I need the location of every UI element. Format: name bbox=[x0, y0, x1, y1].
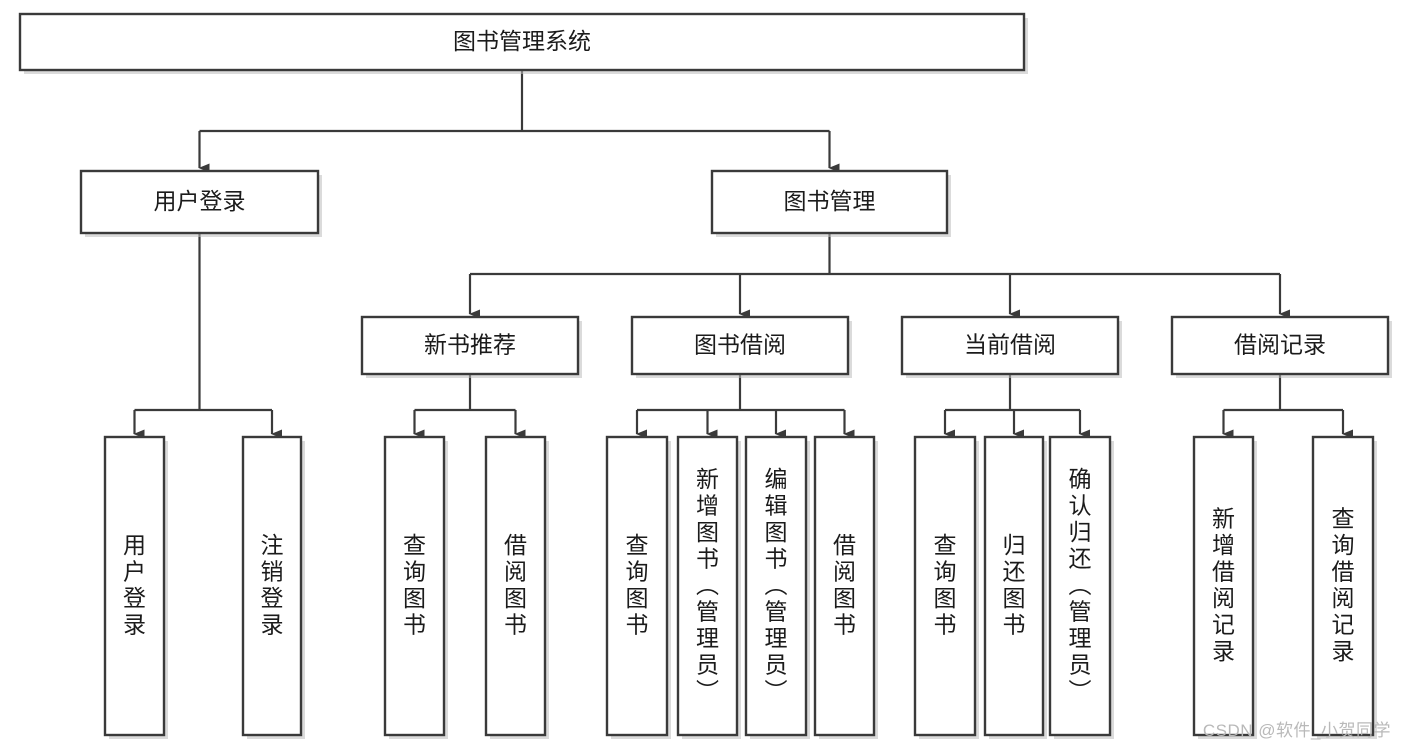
node-leaf-edit-book[interactable]: 编辑图书︵管理员︶ bbox=[744, 435, 810, 739]
node-user-login[interactable]: 用户登录 bbox=[79, 169, 322, 237]
node-book-manage[interactable]: 图书管理 bbox=[710, 169, 951, 237]
node-leaf-query-book-1[interactable]: 查询图书 bbox=[383, 435, 448, 739]
node-borrow-record[interactable]: 借阅记录 bbox=[1170, 315, 1392, 378]
node-leaf-query-book-1-label: 查询图书 bbox=[403, 532, 426, 638]
node-leaf-user-logout-label: 注销登录 bbox=[261, 532, 284, 638]
node-leaf-query-record[interactable]: 查询借阅记录 bbox=[1311, 435, 1377, 739]
node-leaf-user-login-label: 用户登录 bbox=[123, 532, 146, 638]
node-leaf-add-book[interactable]: 新增图书︵管理员︶ bbox=[676, 435, 741, 739]
node-leaf-borrow-book-2-label: 借阅图书 bbox=[833, 532, 856, 638]
node-book-borrow[interactable]: 图书借阅 bbox=[630, 315, 852, 378]
node-user-login-label: 用户登录 bbox=[154, 188, 246, 214]
csdn-watermark: CSDN @软件_小贺同学 bbox=[1202, 721, 1391, 740]
node-current-borrow[interactable]: 当前借阅 bbox=[900, 315, 1122, 378]
node-leaf-borrow-book-1-label: 借阅图书 bbox=[504, 532, 527, 638]
node-borrow-record-label: 借阅记录 bbox=[1234, 332, 1326, 358]
node-leaf-confirm-return[interactable]: 确认归还︵管理员︶ bbox=[1048, 435, 1114, 739]
node-leaf-borrow-book-1[interactable]: 借阅图书 bbox=[484, 435, 549, 739]
node-current-borrow-label: 当前借阅 bbox=[964, 332, 1056, 358]
node-leaf-add-record[interactable]: 新增借阅记录 bbox=[1192, 435, 1257, 739]
node-book-manage-label: 图书管理 bbox=[784, 188, 876, 214]
node-root-label: 图书管理系统 bbox=[453, 28, 591, 54]
node-leaf-add-record-label: 新增借阅记录 bbox=[1212, 506, 1235, 665]
node-leaf-query-book-3[interactable]: 查询图书 bbox=[913, 435, 979, 739]
node-leaf-confirm-return-label: 确认归还︵管理员︶ bbox=[1069, 466, 1092, 704]
node-leaf-query-record-label: 查询借阅记录 bbox=[1332, 506, 1355, 665]
node-layer: 图书管理系统用户登录图书管理新书推荐图书借阅当前借阅借阅记录用户登录注销登录查询… bbox=[18, 12, 1392, 739]
node-book-borrow-label: 图书借阅 bbox=[694, 332, 786, 358]
node-leaf-query-book-2[interactable]: 查询图书 bbox=[605, 435, 671, 739]
node-leaf-user-logout[interactable]: 注销登录 bbox=[241, 435, 305, 739]
node-leaf-edit-book-label: 编辑图书︵管理员︶ bbox=[765, 466, 788, 704]
node-new-book-rec-label: 新书推荐 bbox=[424, 332, 516, 358]
node-leaf-return-book-label: 归还图书 bbox=[1003, 532, 1026, 638]
node-leaf-borrow-book-2[interactable]: 借阅图书 bbox=[813, 435, 878, 739]
node-leaf-query-book-2-label: 查询图书 bbox=[626, 532, 649, 638]
node-leaf-user-login[interactable]: 用户登录 bbox=[103, 435, 168, 739]
node-root[interactable]: 图书管理系统 bbox=[18, 12, 1028, 74]
node-leaf-add-book-label: 新增图书︵管理员︶ bbox=[696, 466, 719, 704]
node-leaf-return-book[interactable]: 归还图书 bbox=[983, 435, 1047, 739]
node-leaf-query-book-3-label: 查询图书 bbox=[934, 532, 957, 638]
connector-layer bbox=[133, 70, 1353, 439]
node-new-book-rec[interactable]: 新书推荐 bbox=[360, 315, 582, 378]
